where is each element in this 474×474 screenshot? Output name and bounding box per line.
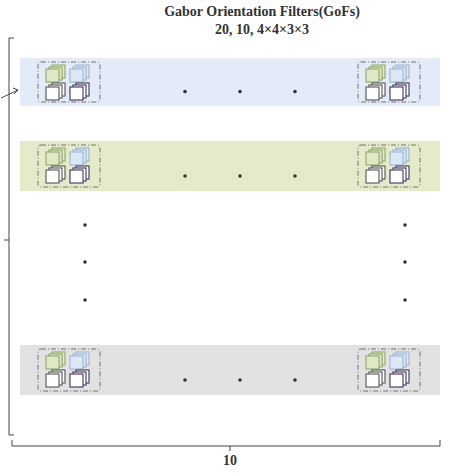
filter-group	[358, 349, 420, 391]
filter-group	[38, 145, 100, 187]
bracket	[9, 38, 14, 435]
count-label: 10	[223, 453, 237, 469]
dimension-label: 20, 10, 4×4×3×3	[215, 22, 309, 38]
ellipsis-dot	[83, 260, 87, 264]
filter-group	[38, 349, 100, 391]
ellipsis-dot	[183, 174, 187, 178]
filter-cube	[390, 374, 403, 387]
filter-cube	[46, 87, 59, 100]
bracket	[12, 440, 440, 446]
filter-group	[38, 62, 100, 102]
filter-cube	[70, 356, 83, 369]
bracket	[4, 240, 9, 241]
filter-cube	[70, 170, 83, 183]
ellipsis-dot	[238, 378, 242, 382]
filter-cube	[390, 87, 403, 100]
band	[20, 345, 440, 395]
filter-cube	[366, 374, 379, 387]
ellipsis-dot	[293, 90, 297, 94]
filter-cube	[70, 69, 83, 82]
filter-cube	[70, 87, 83, 100]
filter-cube	[46, 69, 59, 82]
bracket	[230, 446, 231, 451]
filter-group	[358, 62, 420, 102]
filter-group	[358, 145, 420, 187]
ellipsis-dot	[238, 174, 242, 178]
filter-cube	[390, 170, 403, 183]
ellipsis-dot	[183, 378, 187, 382]
filter-cube	[366, 69, 379, 82]
ellipsis-dot	[293, 174, 297, 178]
ellipsis-dot	[403, 223, 407, 227]
arrow	[1, 88, 18, 98]
ellipsis-dot	[403, 260, 407, 264]
filter-cube	[390, 152, 403, 165]
filter-cube	[366, 356, 379, 369]
filter-cube	[46, 152, 59, 165]
filter-cube	[46, 170, 59, 183]
filter-cube	[70, 374, 83, 387]
filter-cube	[46, 356, 59, 369]
band	[20, 58, 440, 106]
filter-cube	[366, 170, 379, 183]
ellipsis-dot	[403, 298, 407, 302]
filter-cube	[366, 152, 379, 165]
filter-cube	[366, 87, 379, 100]
filter-cube	[46, 374, 59, 387]
ellipsis-dot	[238, 90, 242, 94]
ellipsis-dot	[83, 223, 87, 227]
band	[20, 141, 440, 191]
filter-cube	[390, 356, 403, 369]
ellipsis-dot	[83, 298, 87, 302]
ellipsis-dot	[183, 90, 187, 94]
ellipsis-dot	[293, 378, 297, 382]
filter-cube	[390, 69, 403, 82]
filter-cube	[70, 152, 83, 165]
diagram-title: Gabor Orientation Filters(GoFs)	[164, 4, 360, 20]
